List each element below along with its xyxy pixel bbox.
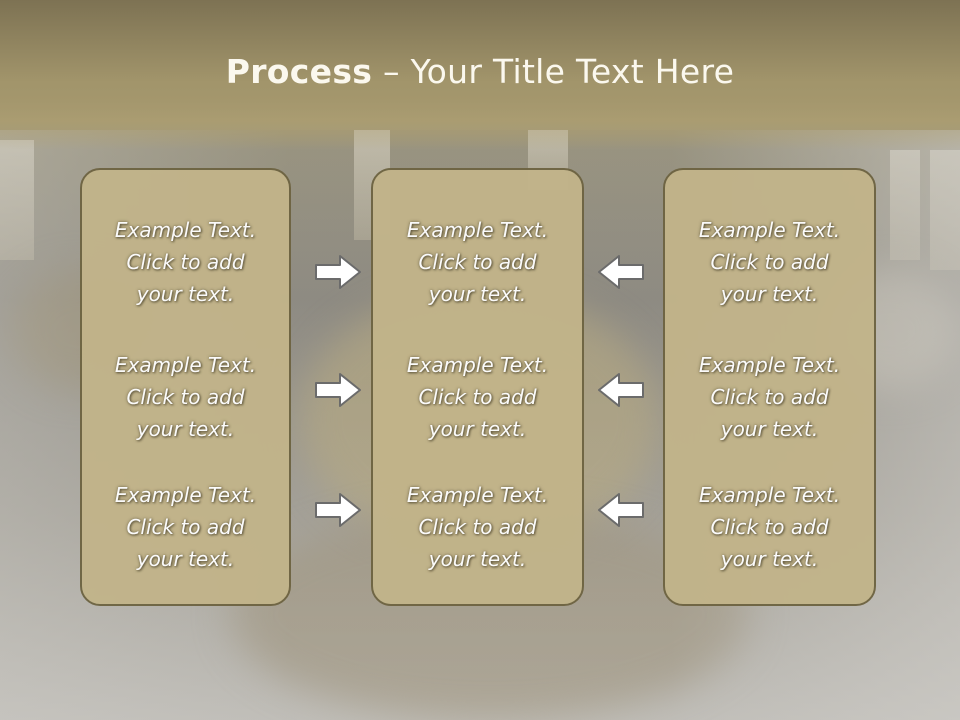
text-line: your text.	[428, 547, 527, 571]
text-line: your text.	[136, 547, 235, 571]
right-arrow-icon	[315, 255, 361, 289]
text-line: Example Text.	[698, 483, 841, 507]
right-arrow-icon	[315, 493, 361, 527]
text-block[interactable]: Example Text. Click to add your text.	[665, 214, 874, 310]
text-block[interactable]: Example Text. Click to add your text.	[82, 479, 289, 575]
text-line: Click to add	[418, 385, 537, 409]
panel-left[interactable]: Example Text. Click to add your text. Ex…	[80, 168, 291, 606]
text-line: your text.	[428, 282, 527, 306]
text-block[interactable]: Example Text. Click to add your text.	[373, 349, 582, 445]
right-arrow-icon	[315, 373, 361, 407]
text-line: Example Text.	[114, 353, 257, 377]
text-line: Click to add	[418, 515, 537, 539]
text-line: Click to add	[126, 385, 245, 409]
text-line: Click to add	[710, 515, 829, 539]
text-block[interactable]: Example Text. Click to add your text.	[373, 214, 582, 310]
text-line: your text.	[428, 417, 527, 441]
text-line: your text.	[136, 417, 235, 441]
title-band	[0, 0, 960, 150]
left-arrow-icon	[598, 255, 644, 289]
text-block[interactable]: Example Text. Click to add your text.	[373, 479, 582, 575]
text-block[interactable]: Example Text. Click to add your text.	[665, 349, 874, 445]
text-line: Example Text.	[406, 353, 549, 377]
text-line: Click to add	[418, 250, 537, 274]
slide-title[interactable]: Process – Your Title Text Here	[0, 52, 960, 91]
left-arrow-icon	[598, 493, 644, 527]
text-line: Example Text.	[114, 218, 257, 242]
text-line: your text.	[720, 417, 819, 441]
title-bold: Process	[225, 52, 373, 91]
panel-right[interactable]: Example Text. Click to add your text. Ex…	[663, 168, 876, 606]
text-line: Click to add	[126, 250, 245, 274]
text-line: your text.	[136, 282, 235, 306]
text-line: Example Text.	[114, 483, 257, 507]
text-line: Click to add	[126, 515, 245, 539]
title-rest: – Your Title Text Here	[372, 52, 735, 91]
text-line: Example Text.	[698, 218, 841, 242]
text-line: your text.	[720, 547, 819, 571]
text-line: Click to add	[710, 250, 829, 274]
text-line: Click to add	[710, 385, 829, 409]
text-line: your text.	[720, 282, 819, 306]
text-block[interactable]: Example Text. Click to add your text.	[82, 214, 289, 310]
panel-middle[interactable]: Example Text. Click to add your text. Ex…	[371, 168, 584, 606]
text-line: Example Text.	[406, 483, 549, 507]
text-line: Example Text.	[698, 353, 841, 377]
left-arrow-icon	[598, 373, 644, 407]
text-block[interactable]: Example Text. Click to add your text.	[665, 479, 874, 575]
text-line: Example Text.	[406, 218, 549, 242]
text-block[interactable]: Example Text. Click to add your text.	[82, 349, 289, 445]
